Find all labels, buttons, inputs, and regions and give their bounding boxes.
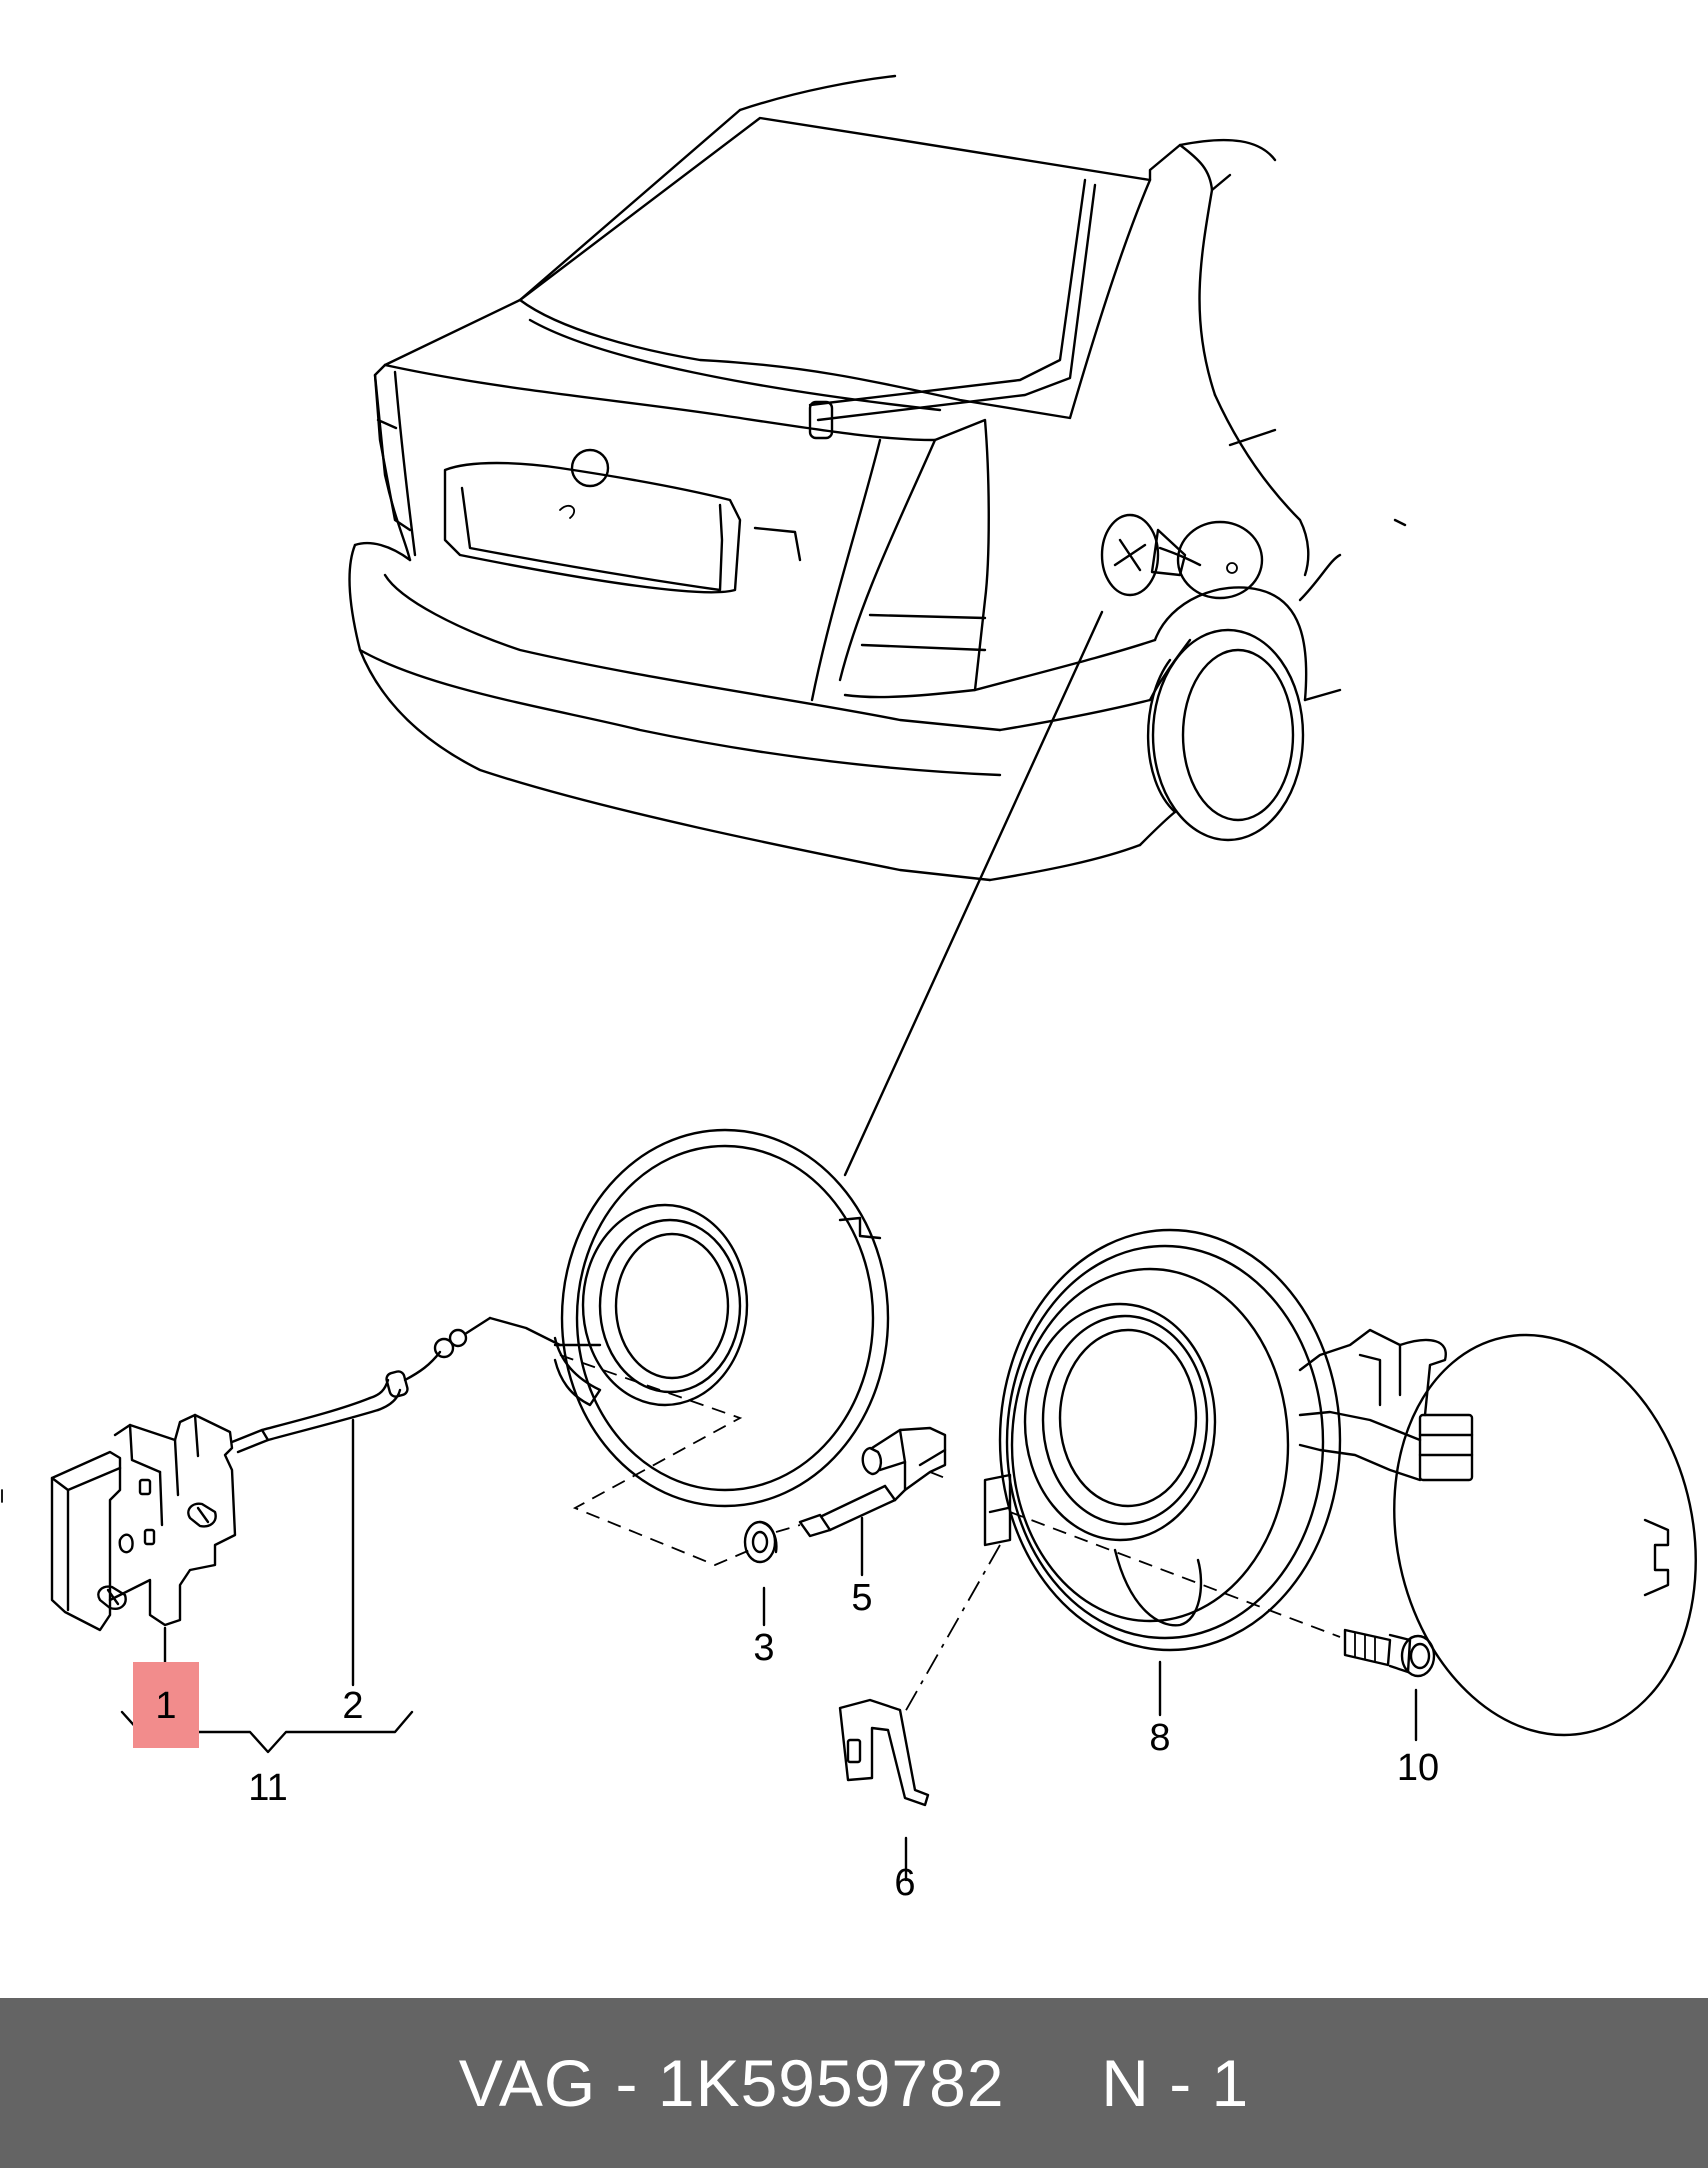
callout-5: 5 xyxy=(851,1577,872,1619)
clip-guide-line xyxy=(904,1544,1001,1713)
callout-2: 2 xyxy=(342,1685,363,1727)
brand-label: VAG xyxy=(458,2046,597,2120)
callout-10: 10 xyxy=(1397,1747,1439,1789)
bolt-guide-line xyxy=(1009,1511,1341,1638)
bolt-part-10 xyxy=(1343,1628,1436,1678)
part-info-text: VAG - 1K5959782 N - 1 xyxy=(458,2046,1250,2120)
bowden-cable-part-2 xyxy=(368,1316,562,1412)
grommet-part-3 xyxy=(743,1520,778,1564)
callout-6: 6 xyxy=(894,1862,915,1904)
filler-housing-outline xyxy=(553,1128,890,1508)
clip-part-6 xyxy=(838,1698,930,1807)
lock-actuator-part-1 xyxy=(50,1396,380,1632)
fuel-flap-lid xyxy=(1393,1333,1697,1737)
leader-line-car-to-flap xyxy=(843,610,1104,1177)
car-rear-illustration xyxy=(348,74,1407,882)
pin-part-5 xyxy=(798,1426,947,1538)
diagram-position: N - 1 xyxy=(1101,2046,1250,2120)
part-number: 1K5959782 xyxy=(657,2046,1005,2120)
part-info-footer: VAG - 1K5959782 N - 1 xyxy=(0,1998,1708,2168)
pin-guide-line xyxy=(775,1471,951,1533)
assembly-guide-dashed xyxy=(559,1354,751,1566)
fuel-filler-flap-exploded-diagram: 1 2 3 5 6 8 10 11 xyxy=(1,74,1697,1904)
callout-3: 3 xyxy=(753,1627,774,1669)
callout-11: 11 xyxy=(248,1767,287,1809)
filler-bowl-part-8 xyxy=(983,1228,1474,1652)
callout-1: 1 xyxy=(155,1685,176,1727)
callout-highlight-1 xyxy=(133,1662,199,1748)
callout-leader-lines xyxy=(120,1418,1418,1882)
callout-8: 8 xyxy=(1149,1717,1170,1759)
